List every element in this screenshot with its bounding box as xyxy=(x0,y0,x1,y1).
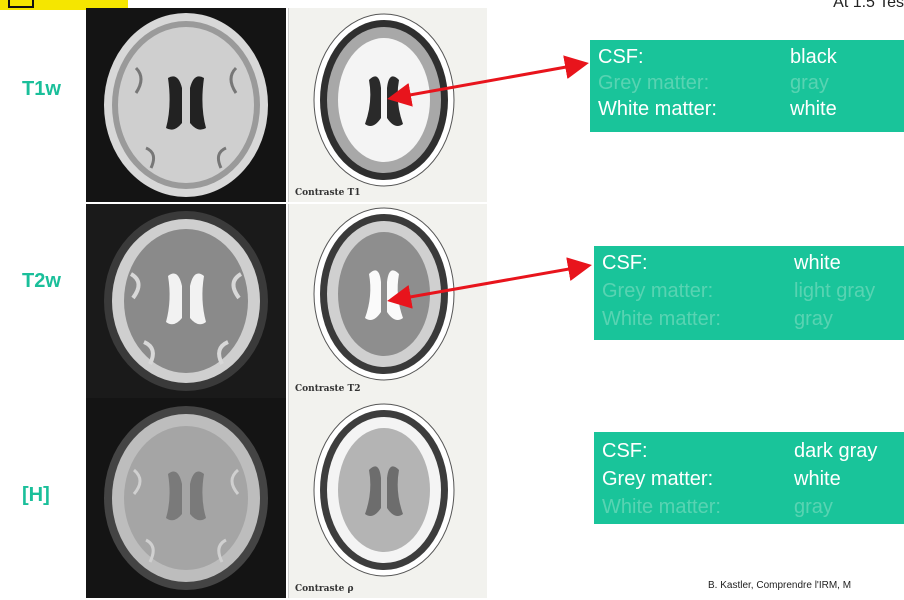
mri-image-pd xyxy=(86,398,286,598)
schematic-caption: Contraste T1 xyxy=(295,188,360,198)
tissue-value: gray xyxy=(794,308,833,331)
contrast-box-pd: CSF: dark gray Grey matter: white White … xyxy=(594,432,904,524)
tissue-value: black xyxy=(790,46,837,69)
field-strength-label: At 1.5 Tes xyxy=(833,0,904,12)
row-label-t2w: T2w xyxy=(22,270,61,293)
schematic-caption: Contraste ρ xyxy=(295,584,354,594)
source-credit: B. Kastler, Comprendre l'IRM, M xyxy=(708,580,851,591)
contrast-box-t1: CSF: black Grey matter: gray White matte… xyxy=(590,40,904,132)
schematic-pd: Contraste ρ xyxy=(288,398,487,598)
row-label-h: [H] xyxy=(22,484,50,507)
contrast-box-t2: CSF: white Grey matter: light gray White… xyxy=(594,246,904,340)
tissue-label: Grey matter: xyxy=(602,468,713,491)
tissue-label: White matter: xyxy=(602,308,721,331)
logo-mark xyxy=(8,0,34,8)
tissue-value: white xyxy=(790,98,837,121)
tissue-label: CSF: xyxy=(602,440,648,463)
tissue-label: Grey matter: xyxy=(598,72,709,95)
tissue-value: white xyxy=(794,468,841,491)
schematic-t2: Contraste T2 xyxy=(288,204,487,398)
tissue-label: CSF: xyxy=(602,252,648,275)
tissue-label: White matter: xyxy=(602,496,721,519)
mri-image-t2 xyxy=(86,204,286,398)
tissue-value: gray xyxy=(794,496,833,519)
row-label-t1w: T1w xyxy=(22,78,61,101)
tissue-value: light gray xyxy=(794,280,875,303)
tissue-value: dark gray xyxy=(794,440,877,463)
schematic-t1: Contraste T1 xyxy=(288,8,487,202)
schematic-caption: Contraste T2 xyxy=(295,384,360,394)
tissue-value: gray xyxy=(790,72,829,95)
tissue-value: white xyxy=(794,252,841,275)
tissue-label: Grey matter: xyxy=(602,280,713,303)
mri-image-t1 xyxy=(86,8,286,202)
tissue-label: CSF: xyxy=(598,46,644,69)
tissue-label: White matter: xyxy=(598,98,717,121)
